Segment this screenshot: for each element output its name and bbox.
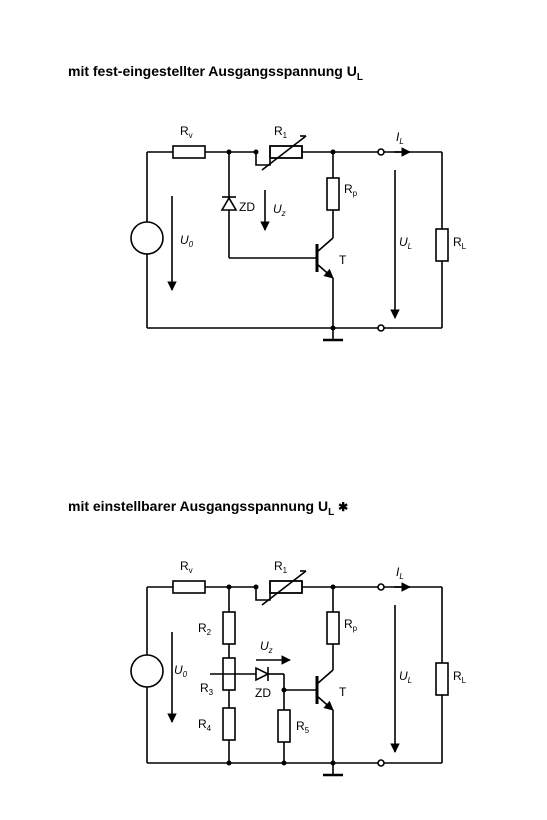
label-r5: R5 <box>296 719 310 735</box>
transistor-collector-1 <box>316 237 334 253</box>
diagram-1-title: mit fest-eingestellter Ausgangsspannung … <box>68 63 363 83</box>
label-rl-1: RL <box>453 235 467 251</box>
zener-diode-1 <box>220 196 238 211</box>
resistor-r2 <box>222 611 236 645</box>
label-zd-2: ZD <box>255 686 271 700</box>
label-rv-1: Rv <box>180 124 193 140</box>
terminal-bottom-1 <box>377 324 385 332</box>
transistor-collector-2 <box>316 669 334 685</box>
r1-adjust-arrow-2 <box>261 570 307 606</box>
voltage-source-1 <box>130 221 164 255</box>
label-rl-2: RL <box>453 669 467 685</box>
junctions-2 <box>226 584 336 766</box>
label-r2: R2 <box>198 621 212 637</box>
diagram-2-title-sub: L <box>328 506 335 518</box>
label-zd-1: ZD <box>239 200 255 214</box>
label-r4: R4 <box>198 717 212 733</box>
label-rp-1: Rp <box>344 182 358 198</box>
label-r3: R3 <box>200 681 214 697</box>
r1-bypass-wire-2 <box>255 580 303 601</box>
label-il-2: IL <box>396 565 404 581</box>
label-t-2: T <box>339 685 347 699</box>
resistor-r4 <box>222 707 236 741</box>
label-rv-2: Rv <box>180 559 193 575</box>
diagram-2-title-text: mit einstellbarer Ausgangsspannung U <box>68 498 329 514</box>
label-u0-2: U0 <box>174 663 188 679</box>
circuit-2 <box>130 570 449 777</box>
resistor-rp-1 <box>326 177 340 211</box>
voltage-source-2 <box>130 654 164 688</box>
label-ul-2: UL <box>399 669 412 685</box>
label-ul-1: UL <box>399 235 412 251</box>
label-il-1: IL <box>396 130 404 146</box>
diagram-1-title-text: mit fest-eingestellter Ausgangsspannung … <box>68 63 357 79</box>
resistor-r5 <box>277 709 291 743</box>
resistor-rv-1 <box>172 145 206 159</box>
label-r1-1: R1 <box>274 124 288 140</box>
diagram-1-title-sub: L <box>356 71 363 83</box>
label-uz-2: Uz <box>260 639 273 655</box>
r1-bypass-wire <box>255 145 303 166</box>
label-r1-2: R1 <box>274 559 288 575</box>
terminal-top-1 <box>377 148 385 156</box>
resistor-rp-2 <box>326 611 340 645</box>
transistor-emitter-2 <box>316 695 334 711</box>
label-t-1: T <box>339 253 347 267</box>
label-uz-1: Uz <box>273 202 286 218</box>
junctions-1 <box>226 149 336 331</box>
zener-diode-2 <box>255 666 270 682</box>
terminal-bottom-2 <box>377 759 385 767</box>
label-rp-2: Rp <box>344 617 358 633</box>
transistor-emitter-1 <box>316 263 334 279</box>
r1-adjust-arrow <box>261 135 307 171</box>
resistor-rl-1 <box>435 228 449 262</box>
terminal-top-2 <box>377 583 385 591</box>
circuit-1 <box>130 135 449 342</box>
resistor-rv-2 <box>172 580 206 594</box>
resistor-rl-2 <box>435 662 449 696</box>
label-u0-1: U0 <box>180 233 194 249</box>
diagram-2-title: mit einstellbarer Ausgangsspannung UL ✱ <box>68 498 349 518</box>
